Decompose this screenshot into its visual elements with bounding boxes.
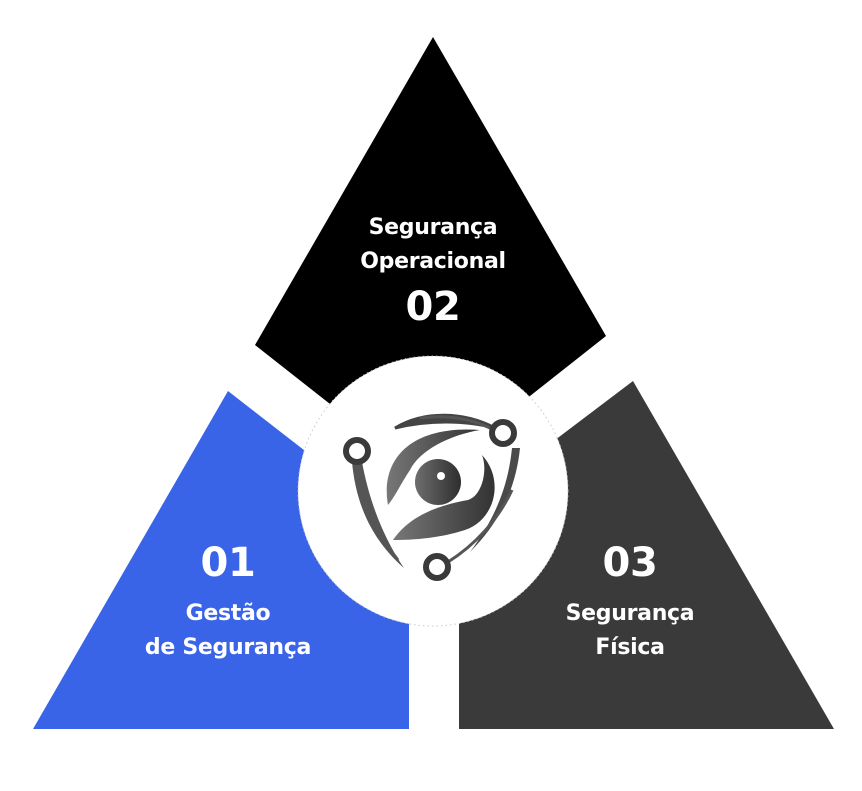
segment-01-label: 01 Gestão de Segurança (108, 541, 348, 665)
swoosh-lower (393, 455, 495, 540)
shield-left-edge (352, 462, 404, 568)
segment-03-number: 03 (602, 540, 658, 586)
segment-01-line1: Gestão (185, 601, 271, 626)
segment-03-line1: Segurança (565, 601, 695, 626)
segment-02-shape (255, 37, 606, 420)
center-circle-outline (297, 355, 569, 627)
segment-02-line2: Operacional (360, 249, 506, 274)
segment-02-line1: Segurança (368, 215, 498, 240)
eye-pupil-highlight (437, 472, 445, 480)
circuit-node-left (343, 437, 371, 465)
segment-02-number: 02 (405, 284, 461, 330)
segment-02-label: Segurança Operacional 02 (313, 211, 553, 329)
circuit-line-left (357, 462, 400, 561)
shield-right-edge (470, 448, 520, 552)
segment-03-line2: Física (595, 635, 665, 660)
circuit-line-top (419, 415, 495, 432)
segment-01-number: 01 (200, 540, 256, 586)
shield-eye-circuit-icon (343, 413, 520, 581)
swoosh-upper (386, 429, 480, 505)
segment-01-line2: de Segurança (144, 635, 312, 660)
circuit-node-bottom (423, 553, 451, 581)
circuit-node-top (489, 419, 517, 447)
segment-03-label: 03 Segurança Física (510, 541, 750, 665)
eye-iris (415, 459, 461, 505)
circuit-line-bottom (447, 489, 514, 564)
